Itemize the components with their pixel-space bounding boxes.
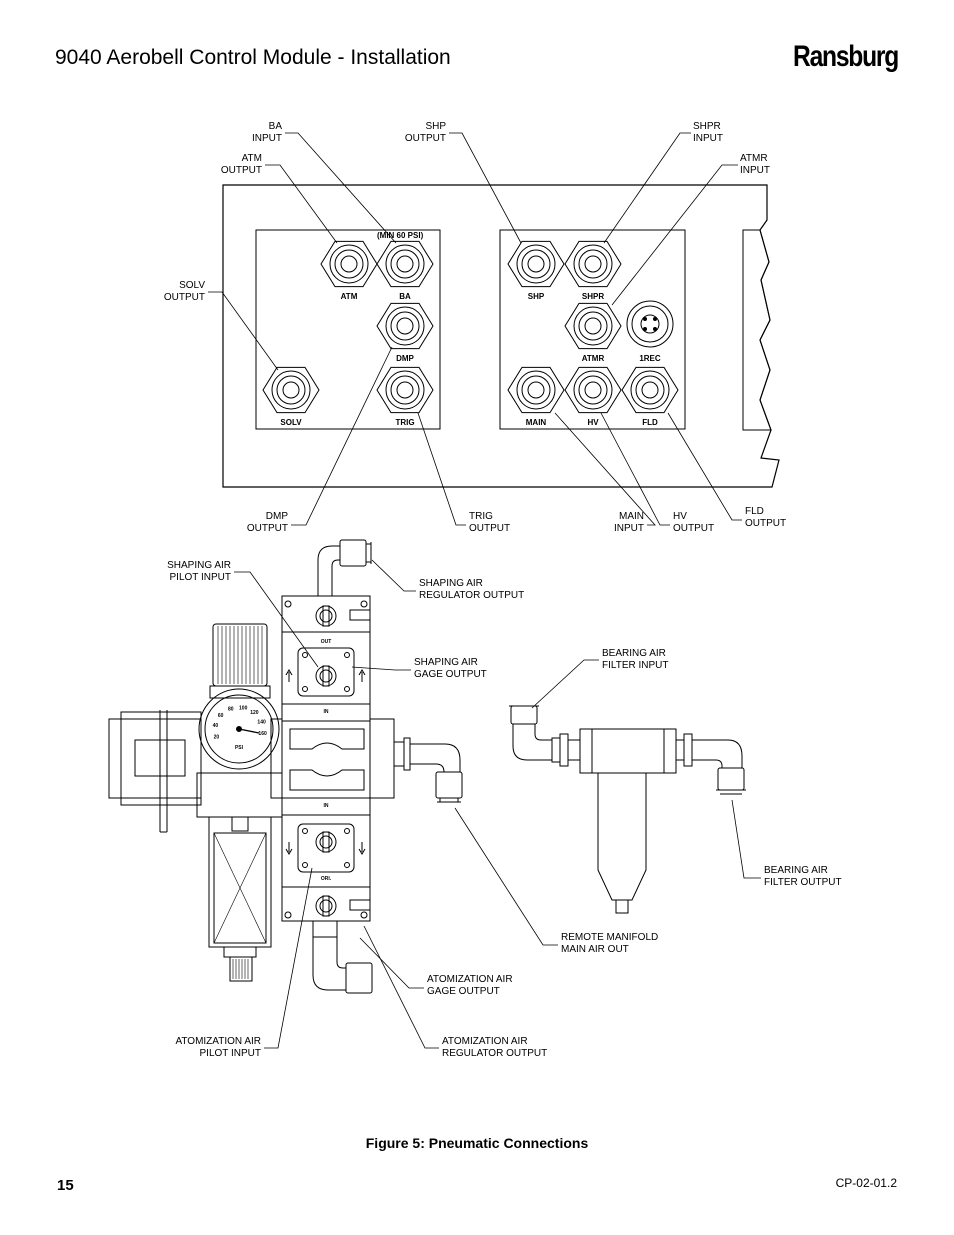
shaping-gage-l2: GAGE OUTPUT <box>414 669 487 680</box>
atom-pilot-l2: PILOT INPUT <box>200 1048 262 1059</box>
gauge-tick-label: 20 <box>214 735 220 741</box>
fld-output-l2: OUTPUT <box>745 518 786 529</box>
shaping-gage-l1: SHAPING AIR <box>414 657 478 668</box>
doc-number: CP-02-01.2 <box>835 1176 897 1190</box>
in-label-2: IN <box>324 803 329 809</box>
atom-reg-l1: ATOMIZATION AIR <box>442 1036 528 1047</box>
bearing-out-l1: BEARING AIR <box>764 865 828 876</box>
fld-label: FLD <box>642 418 658 427</box>
shpr-input-l1: SHPR <box>693 121 721 132</box>
trig-fitting <box>376 366 434 414</box>
atom-pilot-l1: ATOMIZATION AIR <box>175 1036 261 1047</box>
control-panel <box>222 184 780 488</box>
gauge-tick-label: 40 <box>213 723 219 729</box>
bearing-out-l2: FILTER OUTPUT <box>764 877 842 888</box>
atmr-input-l2: INPUT <box>740 165 770 176</box>
trig-output-l2: OUTPUT <box>469 523 510 534</box>
atm-fitting <box>320 240 378 288</box>
fld-output-l1: FLD <box>745 506 764 517</box>
shpr-fitting <box>564 240 622 288</box>
solv-fitting <box>262 366 320 414</box>
brand-logo: Ransburg <box>793 40 899 73</box>
shaping-reg-l2: REGULATOR OUTPUT <box>419 590 524 601</box>
trig-output-l1: TRIG <box>469 511 493 522</box>
shp-label: SHP <box>528 292 545 301</box>
dmp-label: DMP <box>396 354 414 363</box>
in-label: IN <box>324 709 329 715</box>
atmr-fitting <box>564 302 622 350</box>
atom-gage-l1: ATOMIZATION AIR <box>427 974 513 985</box>
solv-label: SOLV <box>280 418 302 427</box>
remote-l1: REMOTE MANIFOLD <box>561 932 658 943</box>
atm-output-l1: ATM <box>242 153 262 164</box>
tubing <box>312 539 463 994</box>
figure-caption: Figure 5: Pneumatic Connections <box>365 1135 589 1151</box>
gauge-tick-label: 80 <box>228 706 234 712</box>
ba-input-l1: BA <box>269 121 283 132</box>
dmp-output-l2: OUTPUT <box>247 523 288 534</box>
hv-output-l1: HV <box>673 511 687 522</box>
rec-connector <box>626 300 674 348</box>
atmr-input-l1: ATMR <box>740 153 768 164</box>
trig-label: TRIG <box>395 418 414 427</box>
atom-gage-l2: GAGE OUTPUT <box>427 986 500 997</box>
bearing-air-filter <box>509 705 746 914</box>
main-input-l2: INPUT <box>614 523 644 534</box>
main-input-l1: MAIN <box>619 511 644 522</box>
fld-fitting <box>621 366 679 414</box>
gauge-tick-label: 120 <box>250 710 259 716</box>
gauge-tick-label: 60 <box>218 713 224 719</box>
ba-fitting <box>376 240 434 288</box>
ba-label: BA <box>399 292 411 301</box>
main-label: MAIN <box>526 418 547 427</box>
manifold-port <box>315 665 337 687</box>
solv-output-l2: OUTPUT <box>164 292 205 303</box>
atm-output-l2: OUTPUT <box>221 165 262 176</box>
out-label: OUT <box>321 639 332 645</box>
bottom-leaders <box>234 559 761 1049</box>
manifold-port <box>315 605 337 627</box>
shp-output-l2: OUTPUT <box>405 133 446 144</box>
shpr-input-l2: INPUT <box>693 133 723 144</box>
atom-reg-l2: REGULATOR OUTPUT <box>442 1048 547 1059</box>
regulator-manifold <box>108 595 395 982</box>
shp-output-l1: SHP <box>425 121 446 132</box>
rec-label: 1REC <box>639 354 661 363</box>
hv-output-l2: OUTPUT <box>673 523 714 534</box>
main-fitting <box>507 366 565 414</box>
shaping-pilot-l2: PILOT INPUT <box>170 572 232 583</box>
dmp-output-l1: DMP <box>266 511 289 522</box>
solv-output-l1: SOLV <box>179 280 205 291</box>
atm-label: ATM <box>341 292 358 301</box>
bearing-in-l1: BEARING AIR <box>602 648 666 659</box>
shp-fitting <box>507 240 565 288</box>
gauge-tick-label: 140 <box>257 720 266 726</box>
gauge-tick-label: 100 <box>239 705 248 711</box>
top-leaders <box>208 132 742 526</box>
manifold-port <box>315 831 337 853</box>
shpr-label: SHPR <box>582 292 604 301</box>
min-psi-note: (MIN 60 PSI) <box>377 231 424 240</box>
dmp-fitting <box>376 302 434 350</box>
shaping-pilot-l1: SHAPING AIR <box>167 560 231 571</box>
hv-label: HV <box>587 418 599 427</box>
ba-input-l2: INPUT <box>252 133 282 144</box>
gauge-unit: PSI <box>235 745 244 751</box>
gauge-tick-label: 160 <box>258 731 267 737</box>
atmr-label: ATMR <box>582 354 605 363</box>
hv-fitting <box>564 366 622 414</box>
page-title: 9040 Aerobell Control Module - Installat… <box>55 46 451 69</box>
ori-label: ORI. <box>321 876 332 882</box>
bearing-in-l2: FILTER INPUT <box>602 660 668 671</box>
remote-l2: MAIN AIR OUT <box>561 944 629 955</box>
shaping-reg-l1: SHAPING AIR <box>419 578 483 589</box>
manifold-port <box>315 895 337 917</box>
page-number: 15 <box>57 1177 74 1194</box>
